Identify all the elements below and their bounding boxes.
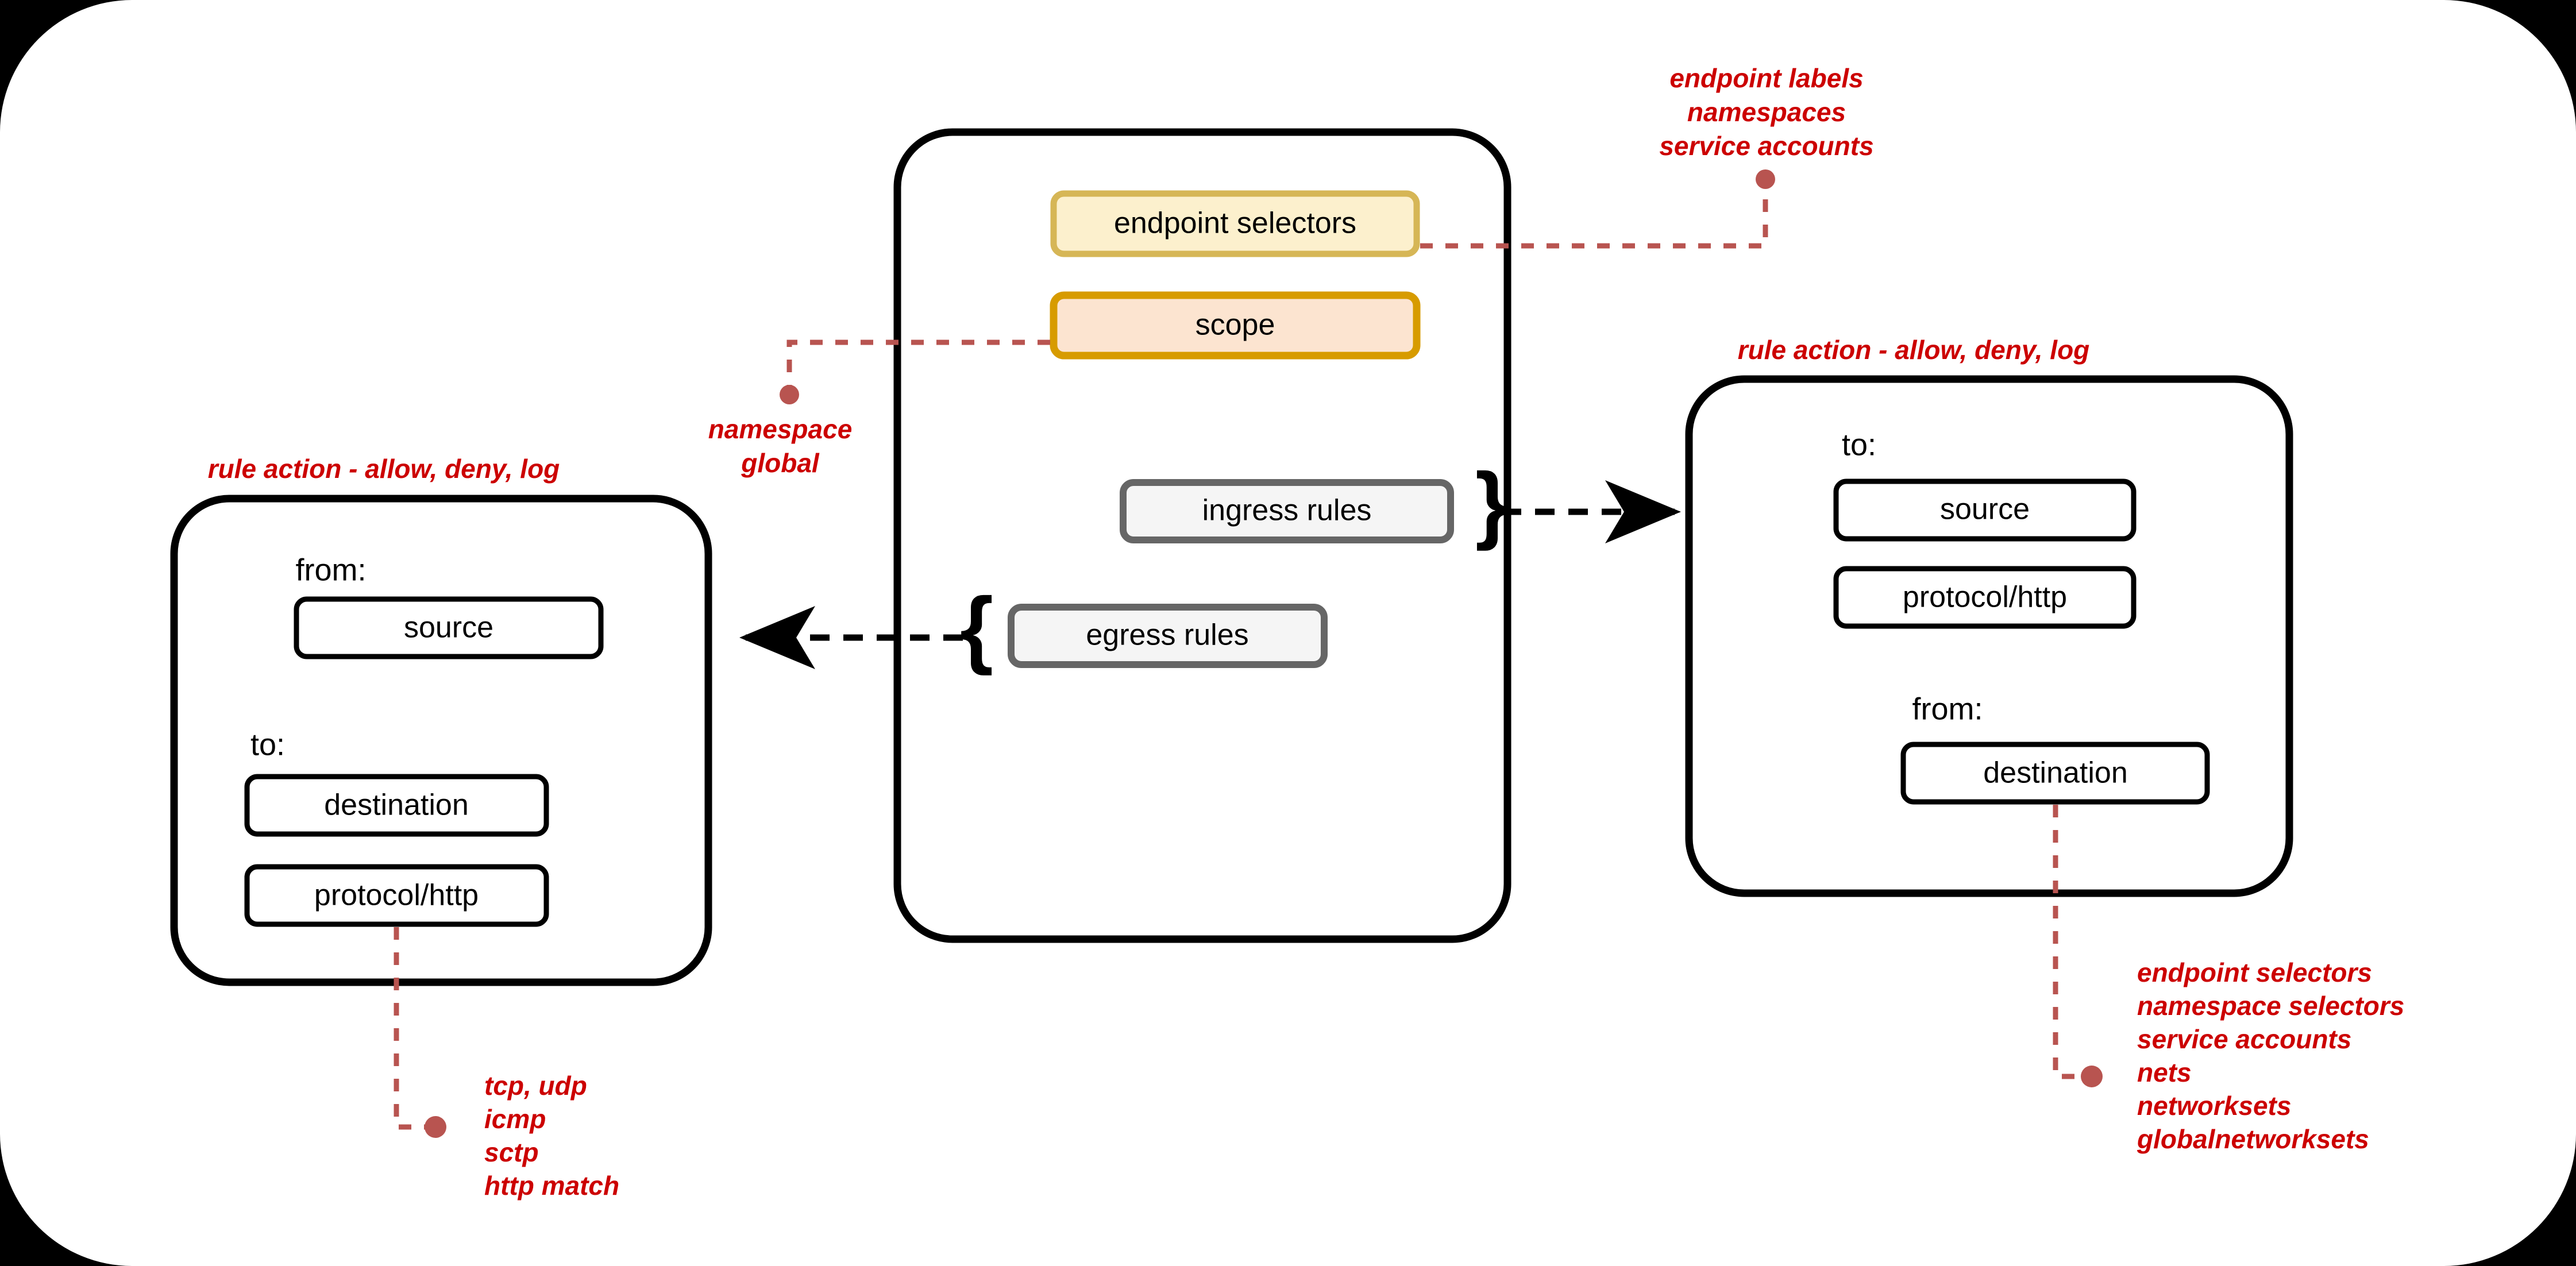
egress-protocol-node[interactable]: protocol/http [244, 864, 549, 927]
connector-scope [786, 339, 1050, 387]
connector-endpoint-selectors [1420, 187, 1768, 249]
annotation-endpoint-selectors: endpoint labels namespaces service accou… [1659, 63, 1873, 161]
annotation-destination: endpoint selectors namespace selectors s… [2137, 958, 2404, 1154]
annotation-destination-line-4: nets [2137, 1057, 2192, 1087]
annotation-protocol-line-3: sctp [484, 1137, 539, 1167]
annotation-protocol-line-2: icmp [484, 1104, 546, 1134]
egress-from-heading: from: [295, 553, 366, 587]
annotation-endpoint-selectors-line-1: endpoint labels [1669, 63, 1863, 93]
endpoint-selectors-label: endpoint selectors [1114, 207, 1356, 240]
connector-dot-scope [780, 385, 799, 404]
ingress-destination-box[interactable] [1900, 742, 2210, 805]
ingress-destination-node[interactable]: destination [1900, 742, 2210, 805]
egress-source-node[interactable]: source [294, 596, 604, 659]
annotation-destination-line-1: endpoint selectors [2137, 958, 2372, 987]
annotation-destination-line-2: namespace selectors [2137, 991, 2404, 1021]
ingress-brace-icon: } [1475, 455, 1509, 551]
annotation-destination-line-3: service accounts [2137, 1024, 2351, 1054]
egress-rules-node[interactable]: egress rules [1008, 604, 1328, 668]
connector-dot-protocol [425, 1116, 446, 1138]
ingress-to-heading: to: [1842, 427, 1876, 462]
egress-protocol-label: protocol/http [314, 879, 479, 912]
annotation-scope: namespace global [708, 414, 853, 478]
egress-destination-label: destination [324, 789, 469, 822]
ingress-source-label: source [1940, 493, 2030, 526]
egress-source-label: source [404, 611, 493, 644]
ingress-rules-box[interactable] [1120, 479, 1454, 543]
connector-dot-endpoint-selectors [1756, 169, 1775, 189]
egress-source-box[interactable] [294, 596, 604, 659]
connector-dot-destination [2081, 1066, 2103, 1087]
endpoint-selectors-box[interactable] [1050, 190, 1420, 257]
connector-destination [2053, 805, 2082, 1079]
annotation-scope-line-2: global [741, 448, 820, 478]
ingress-detail-container[interactable] [1685, 375, 2293, 897]
annotation-protocol-line-1: tcp, udp [484, 1071, 587, 1101]
ingress-protocol-box[interactable] [1833, 566, 2137, 629]
egress-to-heading: to: [250, 727, 285, 762]
annotation-ingress-rule-action: rule action - allow, deny, log [1738, 335, 2090, 365]
annotation-destination-line-5: networksets [2137, 1091, 2291, 1121]
ingress-source-box[interactable] [1833, 478, 2137, 542]
endpoint-selectors-node[interactable]: endpoint selectors [1050, 190, 1420, 257]
ingress-protocol-label: protocol/http [1903, 581, 2067, 614]
annotation-destination-line-6: globalnetworksets [2137, 1124, 2369, 1154]
egress-destination-box[interactable] [244, 774, 549, 837]
egress-rules-label: egress rules [1086, 619, 1248, 652]
scope-label: scope [1196, 308, 1275, 342]
annotation-endpoint-selectors-line-3: service accounts [1659, 131, 1873, 161]
egress-brace-icon: { [960, 580, 993, 676]
ingress-from-heading: from: [1912, 692, 1983, 726]
annotation-scope-line-1: namespace [708, 414, 853, 444]
ingress-source-node[interactable]: source [1833, 478, 2137, 542]
ingress-rules-node[interactable]: ingress rules [1120, 479, 1454, 543]
annotation-endpoint-selectors-line-2: namespaces [1687, 97, 1846, 127]
ingress-destination-label: destination [1983, 756, 2128, 790]
annotation-protocol: tcp, udp icmp sctp http match [484, 1071, 619, 1201]
annotation-egress-rule-action-line-1: rule action - allow, deny, log [208, 454, 560, 484]
annotation-protocol-line-4: http match [484, 1171, 619, 1201]
annotation-egress-rule-action: rule action - allow, deny, log [208, 454, 560, 484]
scope-node[interactable]: scope [1050, 291, 1421, 360]
egress-protocol-box[interactable] [244, 864, 549, 927]
ingress-protocol-node[interactable]: protocol/http [1833, 566, 2137, 629]
ingress-rules-label: ingress rules [1202, 494, 1372, 527]
egress-rules-box[interactable] [1008, 604, 1328, 668]
annotation-ingress-rule-action-line-1: rule action - allow, deny, log [1738, 335, 2090, 365]
scope-box[interactable] [1050, 291, 1421, 360]
egress-destination-node[interactable]: destination [244, 774, 549, 837]
